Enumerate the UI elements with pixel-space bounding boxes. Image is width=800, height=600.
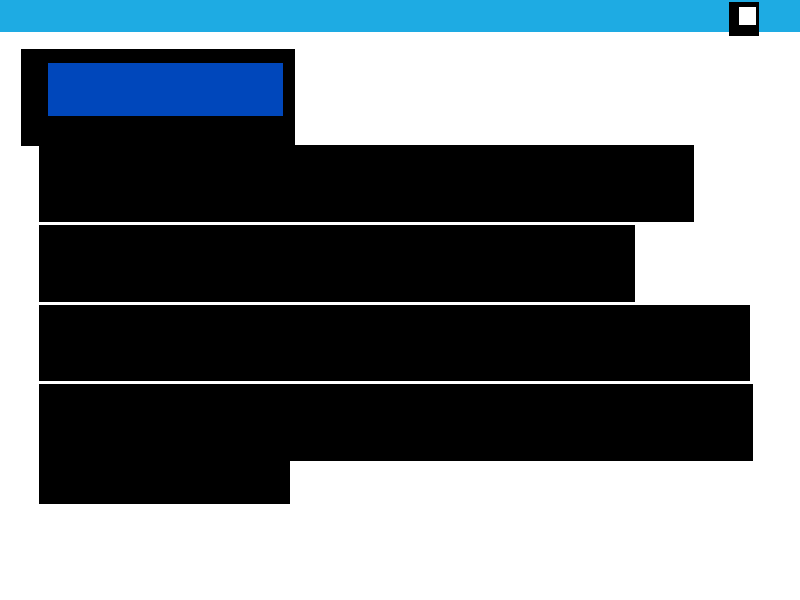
content-row [39,305,750,381]
content-row [39,225,635,302]
title-bar [0,0,800,32]
primary-bar[interactable] [48,63,283,116]
window-icon[interactable] [729,2,759,36]
content-row [39,461,290,504]
content-row [39,384,753,461]
content-row [39,145,694,222]
window-icon-glyph [739,7,756,25]
